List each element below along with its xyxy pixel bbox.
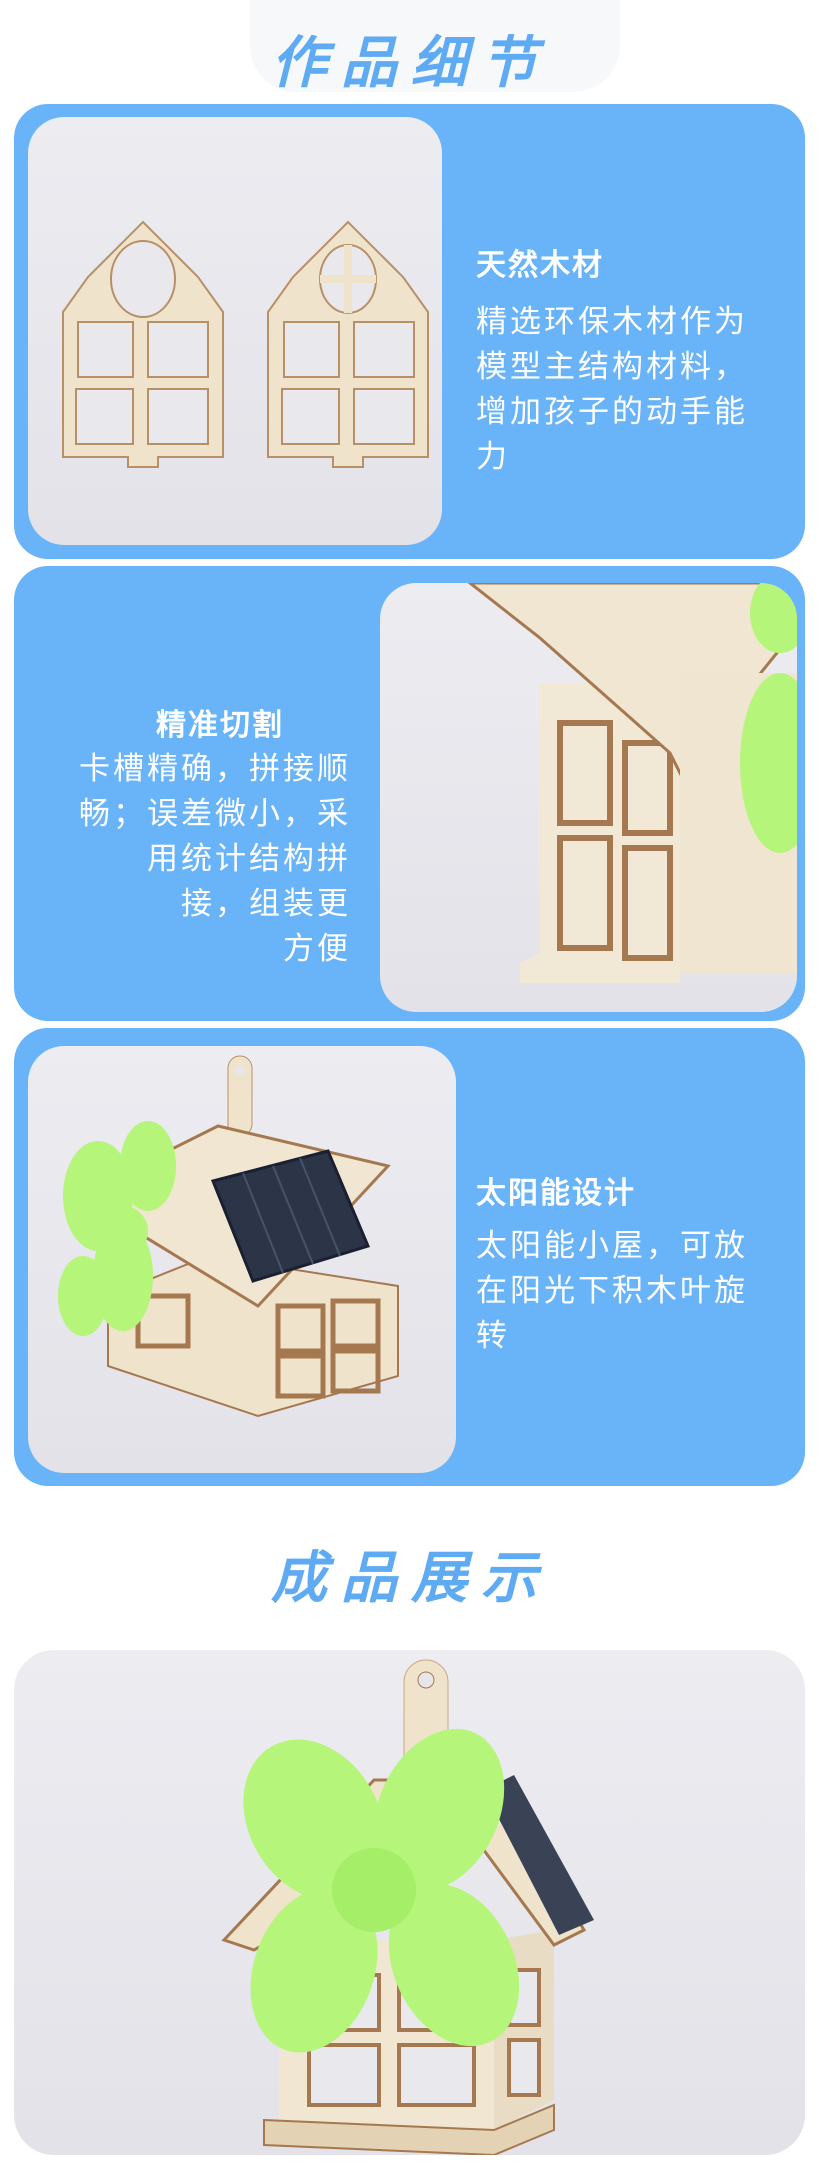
description-line: 接，组装更 — [181, 886, 351, 922]
solar-house-photo — [28, 1046, 456, 1473]
feature-description: 精选环保木材作为 模型主结构材料， 增加孩子的动手能 力 — [476, 300, 748, 480]
feature-card-solar-design: 太阳能设计 太阳能小屋，可放 在阳光下积木叶旋 转 — [14, 1028, 805, 1486]
solar-house-illustration — [58, 1055, 399, 1418]
finished-house-photo — [14, 1650, 805, 2155]
description-line: 方便 — [283, 931, 351, 967]
description-line: 太阳能小屋，可放 — [476, 1228, 748, 1264]
finished-house-illustration — [221, 1659, 594, 2155]
section-title-details: 作品细节 — [271, 30, 551, 96]
house-closeup-photo — [380, 583, 797, 1012]
section-title-showcase: 成品展示 — [271, 1545, 551, 1611]
description-line: 卡槽精确，拼接顺 — [79, 751, 351, 787]
feature-heading: 精准切割 — [156, 708, 284, 743]
feature-card-precise-cutting: 精准切割 卡槽精确，拼接顺 畅；误差微小，采 用统计结构拼 接，组装更 方便 — [14, 566, 805, 1021]
feature-heading: 天然木材 — [476, 248, 604, 283]
description-line: 增加孩子的动手能 — [476, 394, 748, 430]
description-line: 转 — [476, 1318, 510, 1354]
house-closeup-illustration — [467, 583, 797, 983]
wood-panels-photo — [28, 117, 442, 545]
description-line: 精选环保木材作为 — [476, 304, 748, 340]
description-line: 在阳光下积木叶旋 — [476, 1273, 748, 1309]
description-line: 畅；误差微小，采 — [79, 796, 351, 832]
description-line: 力 — [476, 439, 510, 475]
description-line: 模型主结构材料， — [476, 349, 748, 385]
feature-description: 卡槽精确，拼接顺 畅；误差微小，采 用统计结构拼 接，组装更 方便 — [34, 747, 351, 972]
description-line: 用统计结构拼 — [147, 841, 351, 877]
feature-heading: 太阳能设计 — [476, 1176, 636, 1211]
feature-description: 太阳能小屋，可放 在阳光下积木叶旋 转 — [476, 1224, 748, 1359]
title-backdrop — [250, 0, 620, 92]
feature-card-natural-wood: 天然木材 精选环保木材作为 模型主结构材料， 增加孩子的动手能 力 — [14, 104, 805, 559]
wood-panels-illustration — [62, 220, 429, 468]
